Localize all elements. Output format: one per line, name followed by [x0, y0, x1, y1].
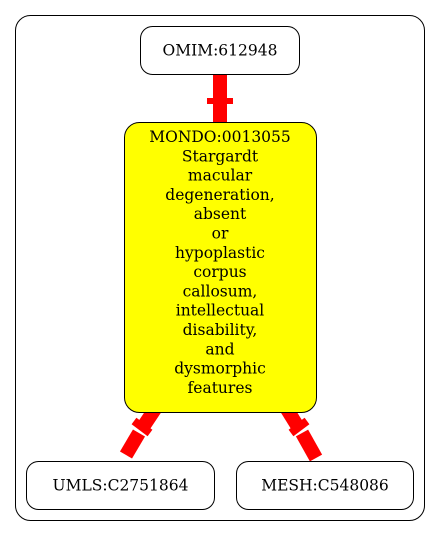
- edge-mondo-to-mesh: [279, 402, 323, 462]
- node-mondo-label-line: intellectual: [176, 302, 265, 320]
- node-umls-label: UMLS:C2751864: [53, 477, 189, 495]
- node-mondo-label-line: Stargardt: [182, 147, 259, 165]
- node-omim-box: [140, 26, 300, 75]
- node-mondo-label-line: corpus: [193, 263, 246, 281]
- node-umls-box: [26, 461, 215, 510]
- node-mondo-label-line: macular: [188, 167, 253, 185]
- node-mondo-label-line: hypoplastic: [175, 244, 265, 262]
- cluster-frame: [15, 15, 425, 521]
- edge-mondo-to-umls: [119, 402, 163, 459]
- node-mesh-label: MESH:C548086: [261, 477, 389, 495]
- node-mondo-label-line: or: [212, 225, 229, 243]
- node-omim-label: OMIM:612948: [163, 42, 278, 60]
- node-mondo-label-line: features: [188, 379, 253, 397]
- node-mondo-label-line: and: [205, 340, 234, 358]
- node-mondo-label-line: absent: [194, 205, 247, 223]
- node-mesh[interactable]: MESH:C548086: [236, 461, 414, 510]
- node-mesh-box: [236, 461, 414, 510]
- node-mondo-label-line: dysmorphic: [174, 360, 266, 378]
- node-mondo-box: [124, 122, 317, 413]
- node-mondo-label-line: disability,: [183, 321, 258, 339]
- node-mondo-label-line: callosum,: [183, 282, 258, 300]
- node-mondo-label-line: degeneration,: [165, 186, 274, 204]
- edge-omim-to-mondo: [207, 69, 233, 123]
- node-omim[interactable]: OMIM:612948: [140, 26, 300, 75]
- node-umls[interactable]: UMLS:C2751864: [26, 461, 215, 510]
- node-mondo-label-line: MONDO:0013055: [149, 128, 291, 146]
